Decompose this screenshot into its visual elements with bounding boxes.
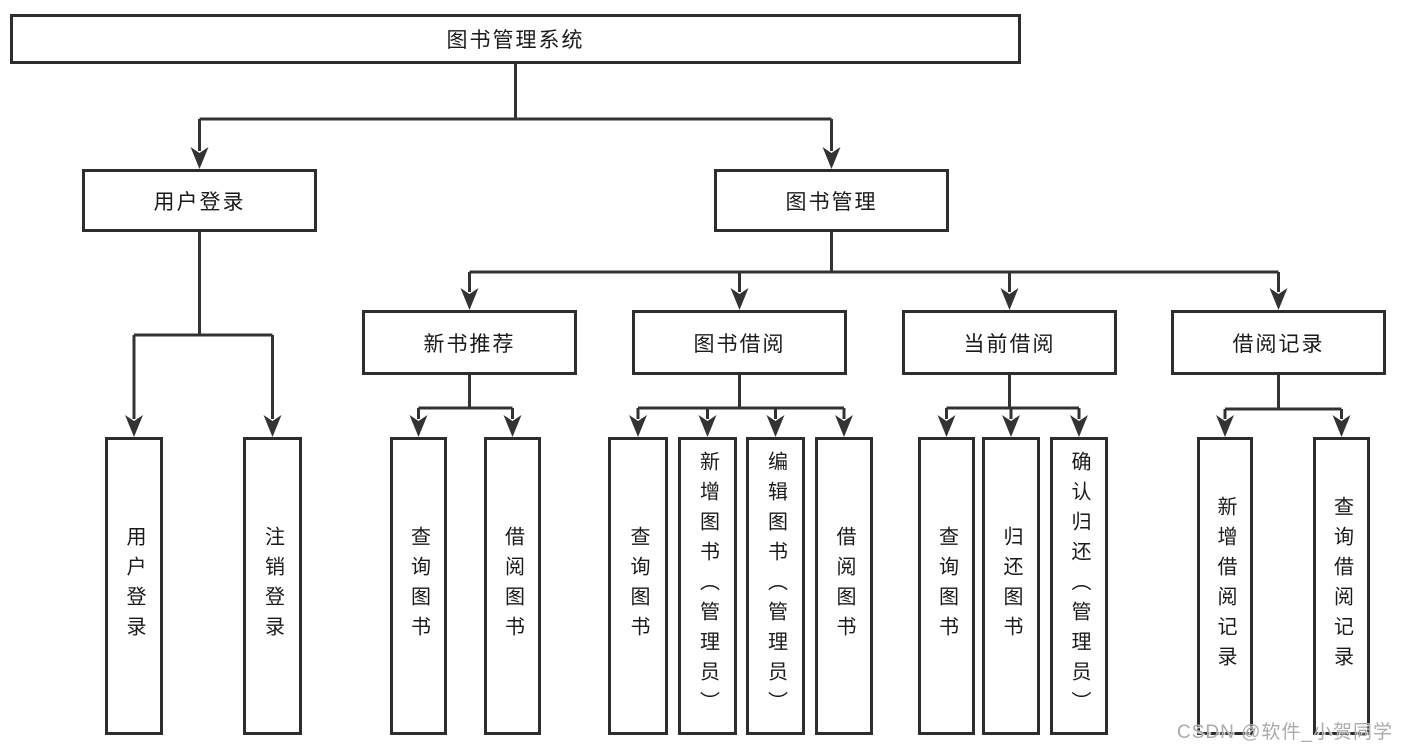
leaf-recommend-query-books-label: 查询图书 xyxy=(407,526,430,646)
leaf-logout-label: 注销登录 xyxy=(261,526,284,646)
arrowhead-down-icon xyxy=(698,415,717,437)
arrowhead-down-icon xyxy=(125,415,143,437)
leaf-recommend-borrow-books: 借阅图书 xyxy=(484,437,541,735)
arrowhead-down-icon xyxy=(1216,415,1234,437)
node-current-borrowing-label: 当前借阅 xyxy=(963,332,1056,356)
node-borrow-records: 借阅记录 xyxy=(1171,310,1386,375)
leaf-confirm-return-admin: 确认归还（管理员） xyxy=(1050,437,1108,735)
arrowhead-down-icon xyxy=(263,415,282,437)
node-new-book-recommend-label: 新书推荐 xyxy=(423,332,516,356)
leaf-borrowing-borrow-books: 借阅图书 xyxy=(815,437,873,735)
leaf-borrowing-query-books-label: 查询图书 xyxy=(627,526,649,646)
arrowhead-down-icon xyxy=(190,147,209,169)
arrowhead-down-icon xyxy=(835,415,853,437)
leaf-borrowing-borrow-books-label: 借阅图书 xyxy=(833,526,855,646)
leaf-user-login-label: 用户登录 xyxy=(123,526,145,646)
leaf-confirm-return-admin-label: 确认归还（管理员） xyxy=(1068,451,1090,721)
leaf-add-book-admin-label: 新增图书（管理员） xyxy=(696,451,719,721)
leaf-user-login: 用户登录 xyxy=(105,437,163,735)
node-book-management-label: 图书管理 xyxy=(785,190,878,214)
leaf-recommend-borrow-books-label: 借阅图书 xyxy=(501,526,524,646)
node-root: 图书管理系统 xyxy=(10,14,1021,64)
arrowhead-down-icon xyxy=(766,415,785,437)
node-user-login: 用户登录 xyxy=(82,169,317,232)
leaf-recommend-query-books: 查询图书 xyxy=(390,437,447,735)
arrowhead-down-icon xyxy=(937,415,956,437)
leaf-edit-book-admin-label: 编辑图书（管理员） xyxy=(764,451,787,721)
arrowhead-down-icon xyxy=(1002,415,1020,437)
leaf-edit-book-admin: 编辑图书（管理员） xyxy=(746,437,805,735)
node-root-label: 图书管理系统 xyxy=(446,29,585,52)
leaf-current-query-books-label: 查询图书 xyxy=(935,526,958,646)
leaf-borrowing-query-books: 查询图书 xyxy=(608,437,668,735)
leaf-query-borrow-record: 查询借阅记录 xyxy=(1313,437,1370,735)
leaf-add-borrow-record: 新增借阅记录 xyxy=(1197,437,1253,735)
leaf-current-query-books: 查询图书 xyxy=(918,437,975,735)
arrowhead-down-icon xyxy=(409,415,428,437)
arrowhead-down-icon xyxy=(1070,415,1088,437)
csdn-watermark: CSDN @软件_小贺同学 xyxy=(1177,722,1393,743)
node-book-borrowing: 图书借阅 xyxy=(632,310,847,375)
arrowhead-down-icon xyxy=(822,147,841,169)
arrowhead-down-icon xyxy=(1332,415,1351,437)
arrowhead-down-icon xyxy=(1269,288,1288,310)
arrowhead-down-icon xyxy=(460,288,479,310)
node-current-borrowing: 当前借阅 xyxy=(902,310,1117,375)
arrowhead-down-icon xyxy=(1000,288,1019,310)
node-book-management: 图书管理 xyxy=(714,169,949,232)
leaf-return-books: 归还图书 xyxy=(982,437,1040,735)
leaf-query-borrow-record-label: 查询借阅记录 xyxy=(1330,496,1353,676)
node-borrow-records-label: 借阅记录 xyxy=(1232,332,1325,356)
arrowhead-down-icon xyxy=(503,415,522,437)
arrowhead-down-icon xyxy=(629,415,647,437)
node-user-login-label: 用户登录 xyxy=(153,190,246,214)
arrowhead-down-icon xyxy=(730,288,749,310)
leaf-return-books-label: 归还图书 xyxy=(1000,526,1022,646)
node-new-book-recommend: 新书推荐 xyxy=(362,310,577,375)
leaf-add-borrow-record-label: 新增借阅记录 xyxy=(1214,496,1236,676)
leaf-add-book-admin: 新增图书（管理员） xyxy=(678,437,737,735)
leaf-logout: 注销登录 xyxy=(243,437,302,735)
node-book-borrowing-label: 图书借阅 xyxy=(693,332,786,356)
